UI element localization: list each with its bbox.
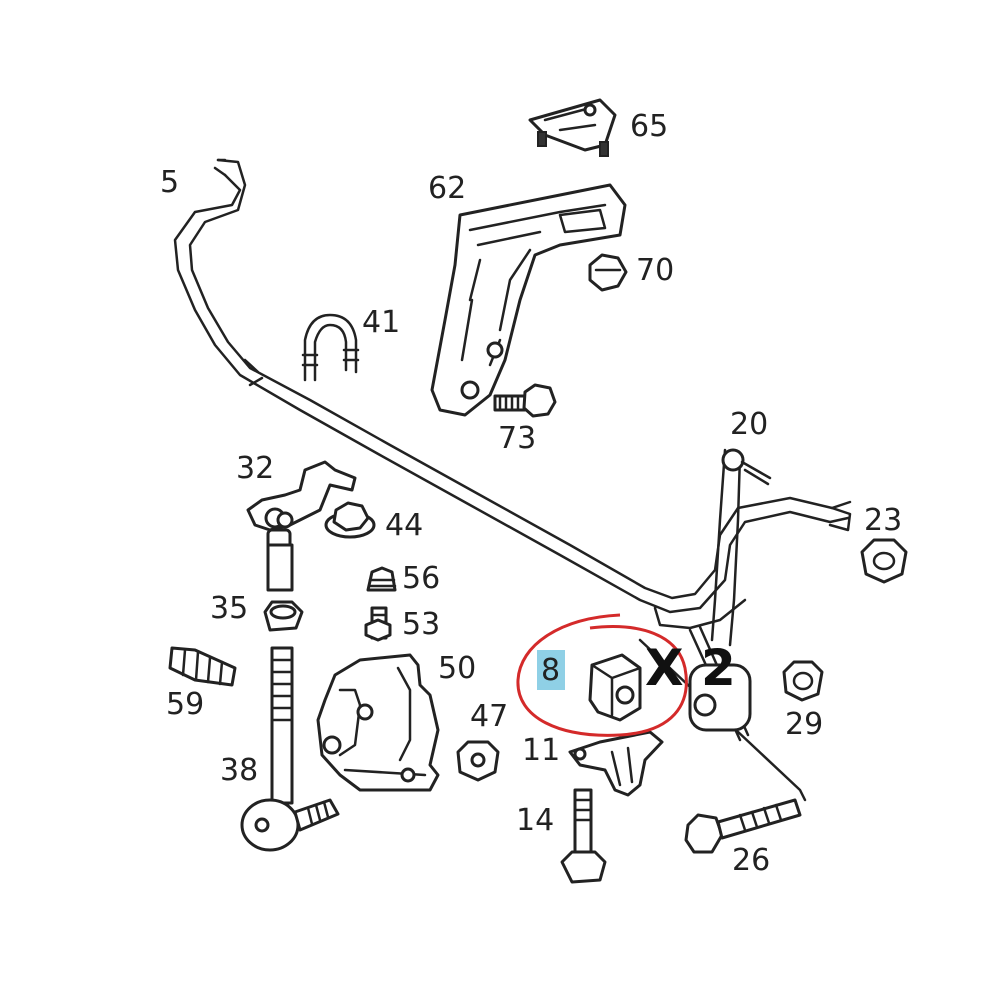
label-41: 41 (362, 305, 400, 340)
label-26: 26 (732, 843, 770, 878)
bolt-59 (168, 646, 237, 687)
label-59: 59 (166, 687, 204, 722)
label-50: 50 (438, 651, 476, 686)
label-47: 47 (470, 699, 508, 734)
label-20: 20 (730, 407, 768, 442)
bolt-14 (560, 788, 607, 884)
clamp-bracket-11 (568, 730, 664, 797)
stud-53 (364, 606, 392, 642)
bolt-26 (684, 798, 802, 854)
label-44: 44 (385, 508, 423, 543)
link-38 (240, 646, 340, 852)
label-38: 38 (220, 753, 258, 788)
bracket-65 (528, 98, 617, 157)
mount-housing-50 (316, 653, 440, 792)
label-65: 65 (630, 109, 668, 144)
rubber-cap-56 (366, 566, 397, 592)
label-73: 73 (498, 421, 536, 456)
bushing-8 (588, 653, 642, 722)
bolt-73 (493, 383, 557, 418)
nut-47 (456, 740, 500, 782)
quantity-annotation: X 2 (645, 639, 736, 697)
label-29: 29 (785, 707, 823, 742)
link-rod (688, 448, 772, 732)
label-32: 32 (236, 451, 274, 486)
label-14: 14 (516, 803, 554, 838)
label-35: 35 (210, 591, 248, 626)
label-62: 62 (428, 171, 466, 206)
label-70: 70 (636, 253, 674, 288)
nut-70 (588, 253, 628, 292)
label-8: 8 (541, 653, 560, 688)
label-53: 53 (402, 607, 440, 642)
label-56: 56 (402, 561, 440, 596)
highlight-label-badge (537, 650, 565, 690)
label-23: 23 (864, 503, 902, 538)
flange-nut-44 (324, 501, 376, 539)
mounting-bracket-62 (430, 183, 627, 417)
nut-29 (782, 660, 824, 702)
nut-35 (263, 543, 304, 632)
label-11: 11 (522, 733, 560, 768)
label-5: 5 (160, 165, 179, 200)
nut-23 (860, 538, 908, 584)
highlight-circle (516, 613, 688, 737)
u-bolt-41 (301, 313, 360, 382)
